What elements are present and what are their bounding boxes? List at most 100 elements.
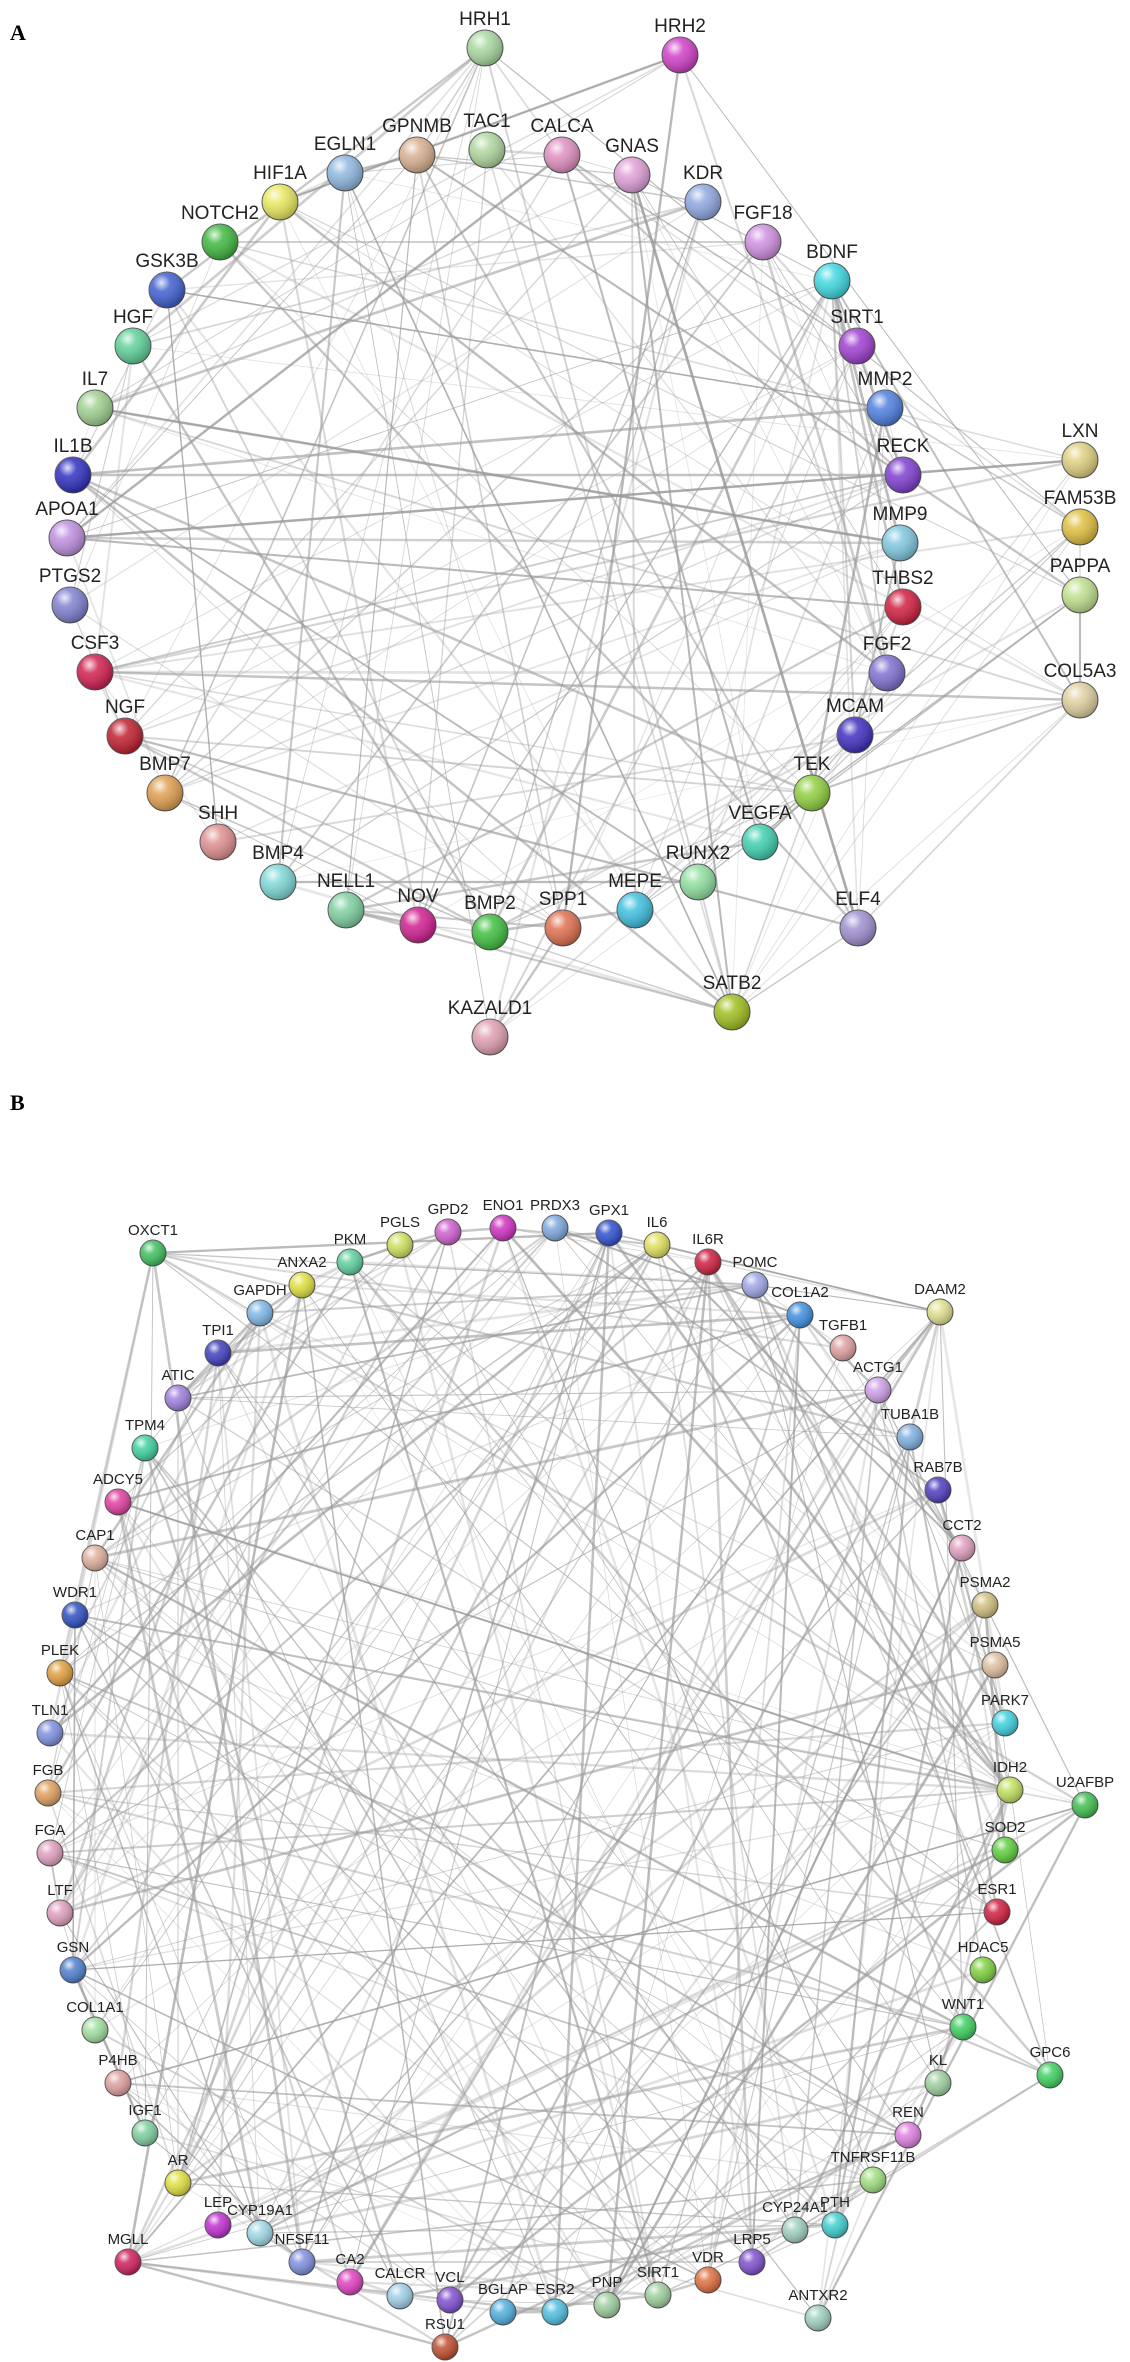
- network-edge: [66, 154, 563, 539]
- network-edge: [217, 1849, 1006, 2226]
- network-edge: [554, 2133, 909, 2314]
- network-edge: [754, 1284, 1051, 2076]
- node-calca: CALCA: [530, 116, 594, 174]
- network-edge: [259, 1284, 756, 1314]
- node-gloss: [55, 457, 91, 493]
- network-edge: [279, 201, 888, 674]
- network-edge: [259, 1312, 996, 1666]
- node-gsn: GSN: [57, 1939, 89, 1984]
- node-u2afbp: U2AFBP: [1056, 1774, 1114, 1819]
- node-gloss: [787, 1302, 813, 1328]
- node-gloss: [37, 1720, 63, 1746]
- node-gloss: [400, 907, 436, 943]
- network-edge: [59, 1672, 909, 2136]
- node-label: NELL1: [317, 871, 375, 892]
- network-edge: [656, 1244, 963, 1549]
- network-edge: [94, 671, 219, 843]
- network-edge: [164, 792, 419, 926]
- node-label: EGLN1: [314, 134, 376, 155]
- node-fgf2: FGF2: [863, 634, 911, 692]
- network-edge: [69, 241, 221, 606]
- node-fga: FGA: [35, 1822, 65, 1867]
- node-gloss: [745, 224, 781, 260]
- network-edge: [94, 200, 704, 410]
- node-label: FGB: [33, 1762, 64, 1779]
- network-edge: [72, 474, 699, 883]
- network-edge: [489, 734, 856, 933]
- node-label: GPX1: [589, 1202, 629, 1219]
- node-gloss: [47, 1900, 73, 1926]
- node-wnt1: WNT1: [942, 1996, 984, 2041]
- network-edge: [217, 1352, 303, 2263]
- network-edge: [72, 473, 813, 795]
- node-label: HIF1A: [253, 163, 307, 184]
- network-edge: [656, 1244, 963, 1549]
- network-edge: [74, 1614, 401, 2297]
- network-edge: [344, 172, 733, 1013]
- network-edge: [69, 345, 134, 606]
- node-park7: PARK7: [981, 1692, 1029, 1737]
- node-label: GNAS: [605, 136, 659, 157]
- network-edge: [59, 1672, 709, 2281]
- node-gloss: [897, 1424, 923, 1450]
- node-egln1: EGLN1: [314, 134, 376, 192]
- node-lxn: LXN: [1061, 421, 1099, 479]
- node-gloss: [1062, 509, 1098, 545]
- network-edge: [277, 241, 764, 883]
- network-edge: [301, 2223, 836, 2264]
- network-edge: [124, 474, 904, 737]
- node-gloss: [984, 1899, 1010, 1925]
- node-gloss: [885, 589, 921, 625]
- node-gloss: [614, 157, 650, 193]
- node-label: ESR2: [535, 2281, 574, 2298]
- network-edge: [811, 698, 1081, 795]
- network-edge: [731, 792, 813, 1013]
- network-edge: [817, 1604, 986, 2319]
- node-label: CALCA: [530, 116, 594, 137]
- node-gloss: [77, 390, 113, 426]
- network-edge: [177, 1389, 879, 1399]
- network-edge: [49, 1732, 556, 2313]
- network-edge: [961, 1547, 1006, 1851]
- network-edge: [217, 1722, 1006, 2226]
- node-wdr1: WDR1: [53, 1584, 97, 1629]
- network-edge: [853, 542, 902, 736]
- network-edge: [94, 1388, 879, 1560]
- node-pnp: PNP: [592, 2274, 623, 2319]
- node-gloss: [49, 520, 85, 556]
- node-label: SHH: [198, 803, 238, 824]
- node-bmp2: BMP2: [464, 893, 516, 951]
- network-edge: [279, 201, 1081, 701]
- node-label: NFSF11: [275, 2231, 330, 2248]
- node-label: HRH2: [654, 16, 706, 37]
- network-edge: [501, 1227, 837, 2226]
- node-gapdh: GAPDH: [233, 1282, 287, 1327]
- network-edge: [731, 241, 764, 1013]
- network-edge: [962, 2026, 1051, 2076]
- network-edge: [444, 1261, 709, 2348]
- network-edge: [72, 1244, 658, 1971]
- network-edge: [754, 1284, 939, 2084]
- node-gloss: [644, 1232, 670, 1258]
- network-edge: [74, 1614, 1086, 1806]
- network-edge: [94, 1244, 658, 1559]
- network-edge: [794, 2179, 874, 2231]
- node-label: TGFB1: [819, 1317, 867, 1334]
- node-gloss: [82, 1545, 108, 1571]
- node-label: PNP: [592, 2274, 623, 2291]
- node-pth: PTH: [820, 2194, 850, 2239]
- node-il6r: IL6R: [692, 1231, 724, 1276]
- network-edge: [706, 1261, 754, 2263]
- network-edge: [74, 1614, 753, 2263]
- network-edge: [177, 1397, 911, 1438]
- network-edge: [489, 927, 564, 1038]
- node-pkm: PKM: [334, 1231, 366, 1276]
- network-edge: [754, 1284, 963, 1549]
- network-edge: [606, 1789, 1011, 2306]
- network-edge: [74, 1614, 401, 2297]
- network-edge: [116, 1501, 352, 2283]
- node-gloss: [714, 994, 750, 1030]
- node-gloss: [972, 1592, 998, 1618]
- network-edge: [937, 1489, 1006, 1724]
